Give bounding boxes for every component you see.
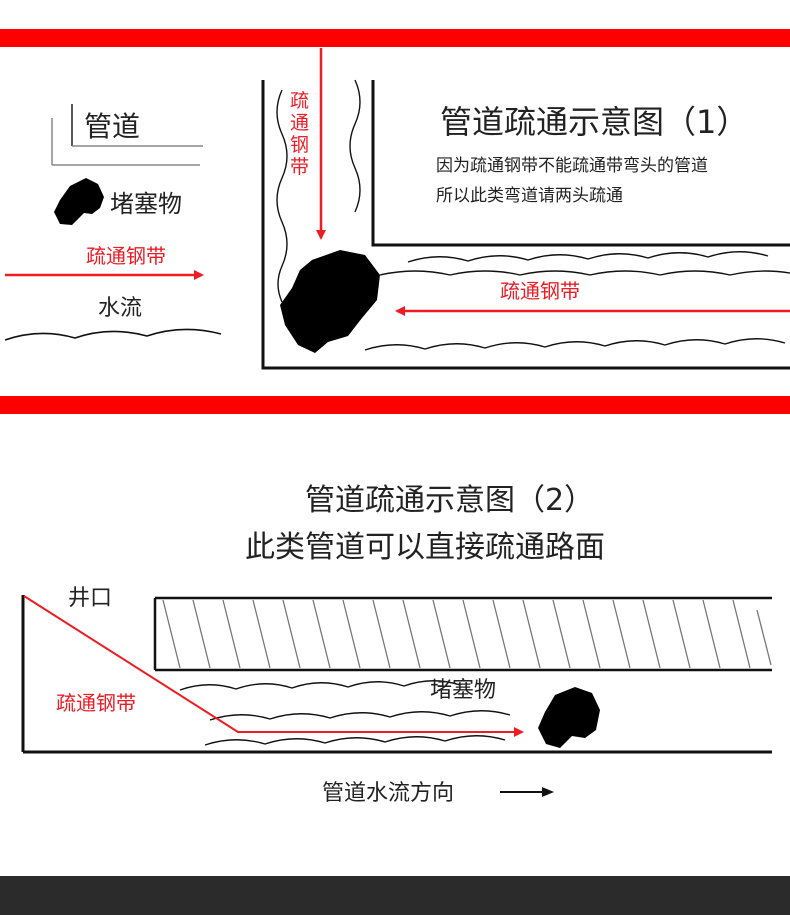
legend-water-label: 水流 (98, 296, 142, 321)
road-hatching (162, 599, 772, 669)
diagram2-well-label: 井口 (68, 586, 112, 611)
vertical-tape-char-1: 疏 (290, 90, 309, 112)
vertical-tape-char-4: 带 (290, 156, 309, 178)
legend-blockage-shape (54, 178, 104, 225)
diagram1-vertical-water (276, 79, 361, 303)
middle-red-band (0, 396, 790, 414)
diagram2-tape-label: 疏通钢带 (56, 691, 136, 715)
diagram1-vertical-tape-label: 疏 通 钢 带 (290, 90, 309, 178)
diagram2-road-structure (153, 596, 772, 672)
diagram1-note-line1: 因为疏通钢带不能疏通带弯头的管道 (436, 156, 708, 176)
vertical-tape-char-2: 通 (290, 112, 309, 134)
legend: 管道 堵塞物 疏通钢带 水流 (4, 104, 222, 341)
diagram2-title-line2: 此类管道可以直接疏通路面 (245, 530, 605, 565)
vertical-tape-char-3: 钢 (290, 134, 309, 156)
diagram2-water-waves (179, 680, 511, 746)
diagram2-pipe-walls (21, 595, 772, 754)
legend-pipe-symbol (51, 104, 203, 166)
diagram1-horizontal-tape-label: 疏通钢带 (500, 279, 580, 303)
diagram1-note-line2: 所以此类弯道请两头疏通 (436, 186, 623, 206)
legend-blockage-label: 堵塞物 (110, 190, 182, 218)
diagram1: 疏 通 钢 带 疏通钢带 管道疏通示意图（1） 因为疏通钢带不能疏通带弯头的管道… (261, 48, 790, 370)
top-red-band (0, 29, 790, 47)
diagram2-title-line1: 管道疏通示意图（2） (305, 483, 594, 518)
diagram2-blockage-label: 堵塞物 (430, 678, 496, 703)
diagram2-blockage-shape (538, 687, 600, 748)
legend-pipe-label: 管道 (84, 110, 140, 143)
bottom-dark-band (0, 876, 790, 915)
diagram1-pipe-walls (261, 80, 790, 370)
diagram1-title: 管道疏通示意图（1） (440, 103, 748, 141)
diagram1-blockage-shape (280, 250, 380, 353)
legend-water-wave (4, 328, 222, 341)
diagram2: 管道疏通示意图（2） 此类管道可以直接疏通路面 井口 (21, 483, 772, 806)
diagram2-tape-arrow (23, 595, 524, 737)
legend-tape-label: 疏通钢带 (86, 244, 166, 268)
diagram1-horizontal-water (364, 251, 790, 351)
diagram2-flow-label: 管道水流方向 (322, 781, 454, 806)
